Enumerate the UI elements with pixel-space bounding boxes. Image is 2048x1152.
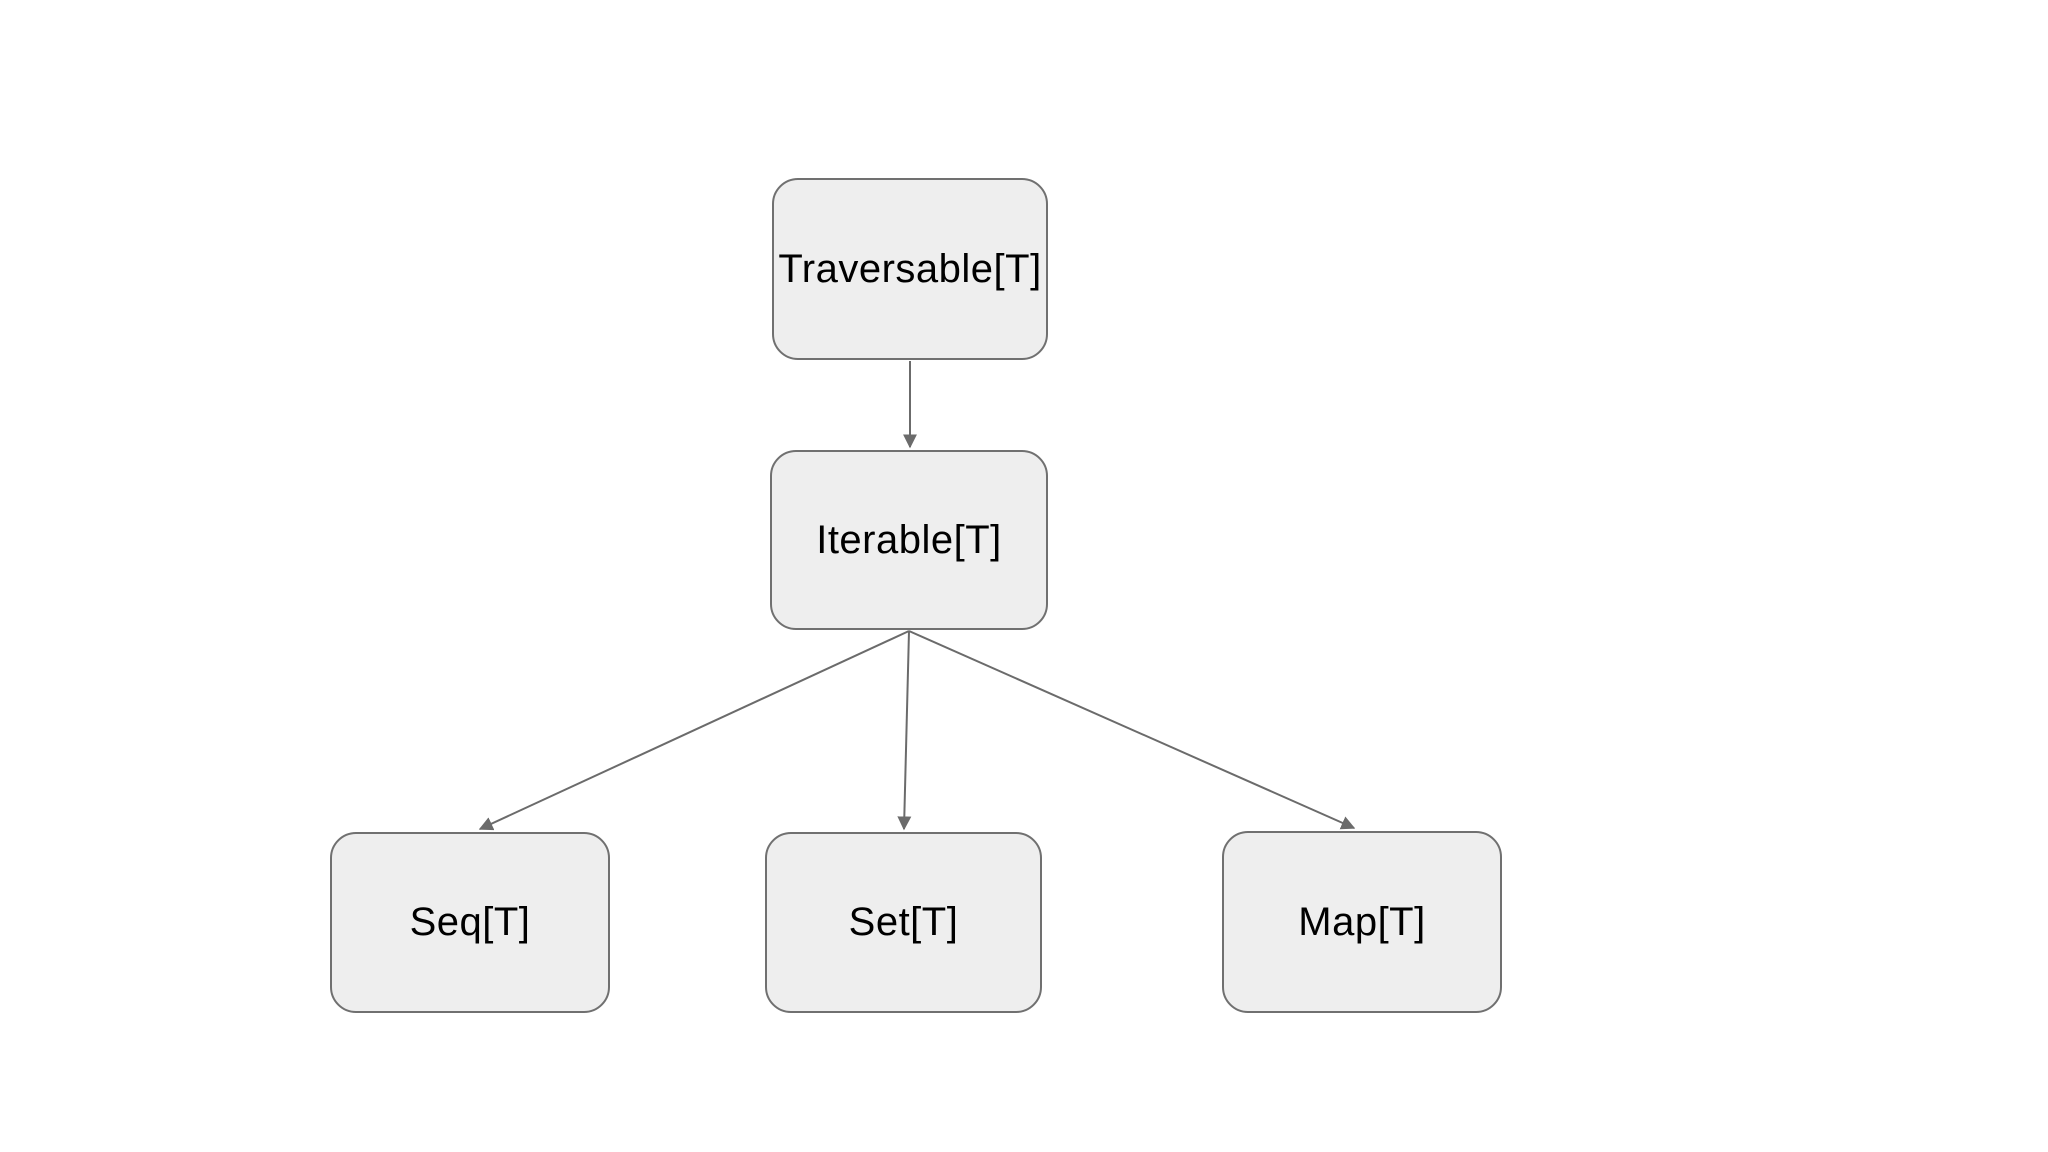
- node-set-label: Set[T]: [848, 900, 959, 944]
- node-iterable-label: Iterable[T]: [816, 517, 1002, 562]
- node-seq-label: Seq[T]: [409, 900, 531, 944]
- node-traversable-label: Traversable[T]: [778, 246, 1042, 291]
- edge-iterable-to-seq: [478, 630, 910, 831]
- node-map: Map[T]: [1222, 831, 1502, 1013]
- node-set: Set[T]: [765, 832, 1042, 1013]
- edge-iterable-to-set: [897, 630, 912, 831]
- node-iterable: Iterable[T]: [770, 450, 1048, 630]
- node-traversable: Traversable[T]: [772, 178, 1048, 360]
- node-seq: Seq[T]: [330, 832, 610, 1013]
- edge-iterable-to-map: [908, 630, 1356, 830]
- node-map-label: Map[T]: [1298, 899, 1426, 944]
